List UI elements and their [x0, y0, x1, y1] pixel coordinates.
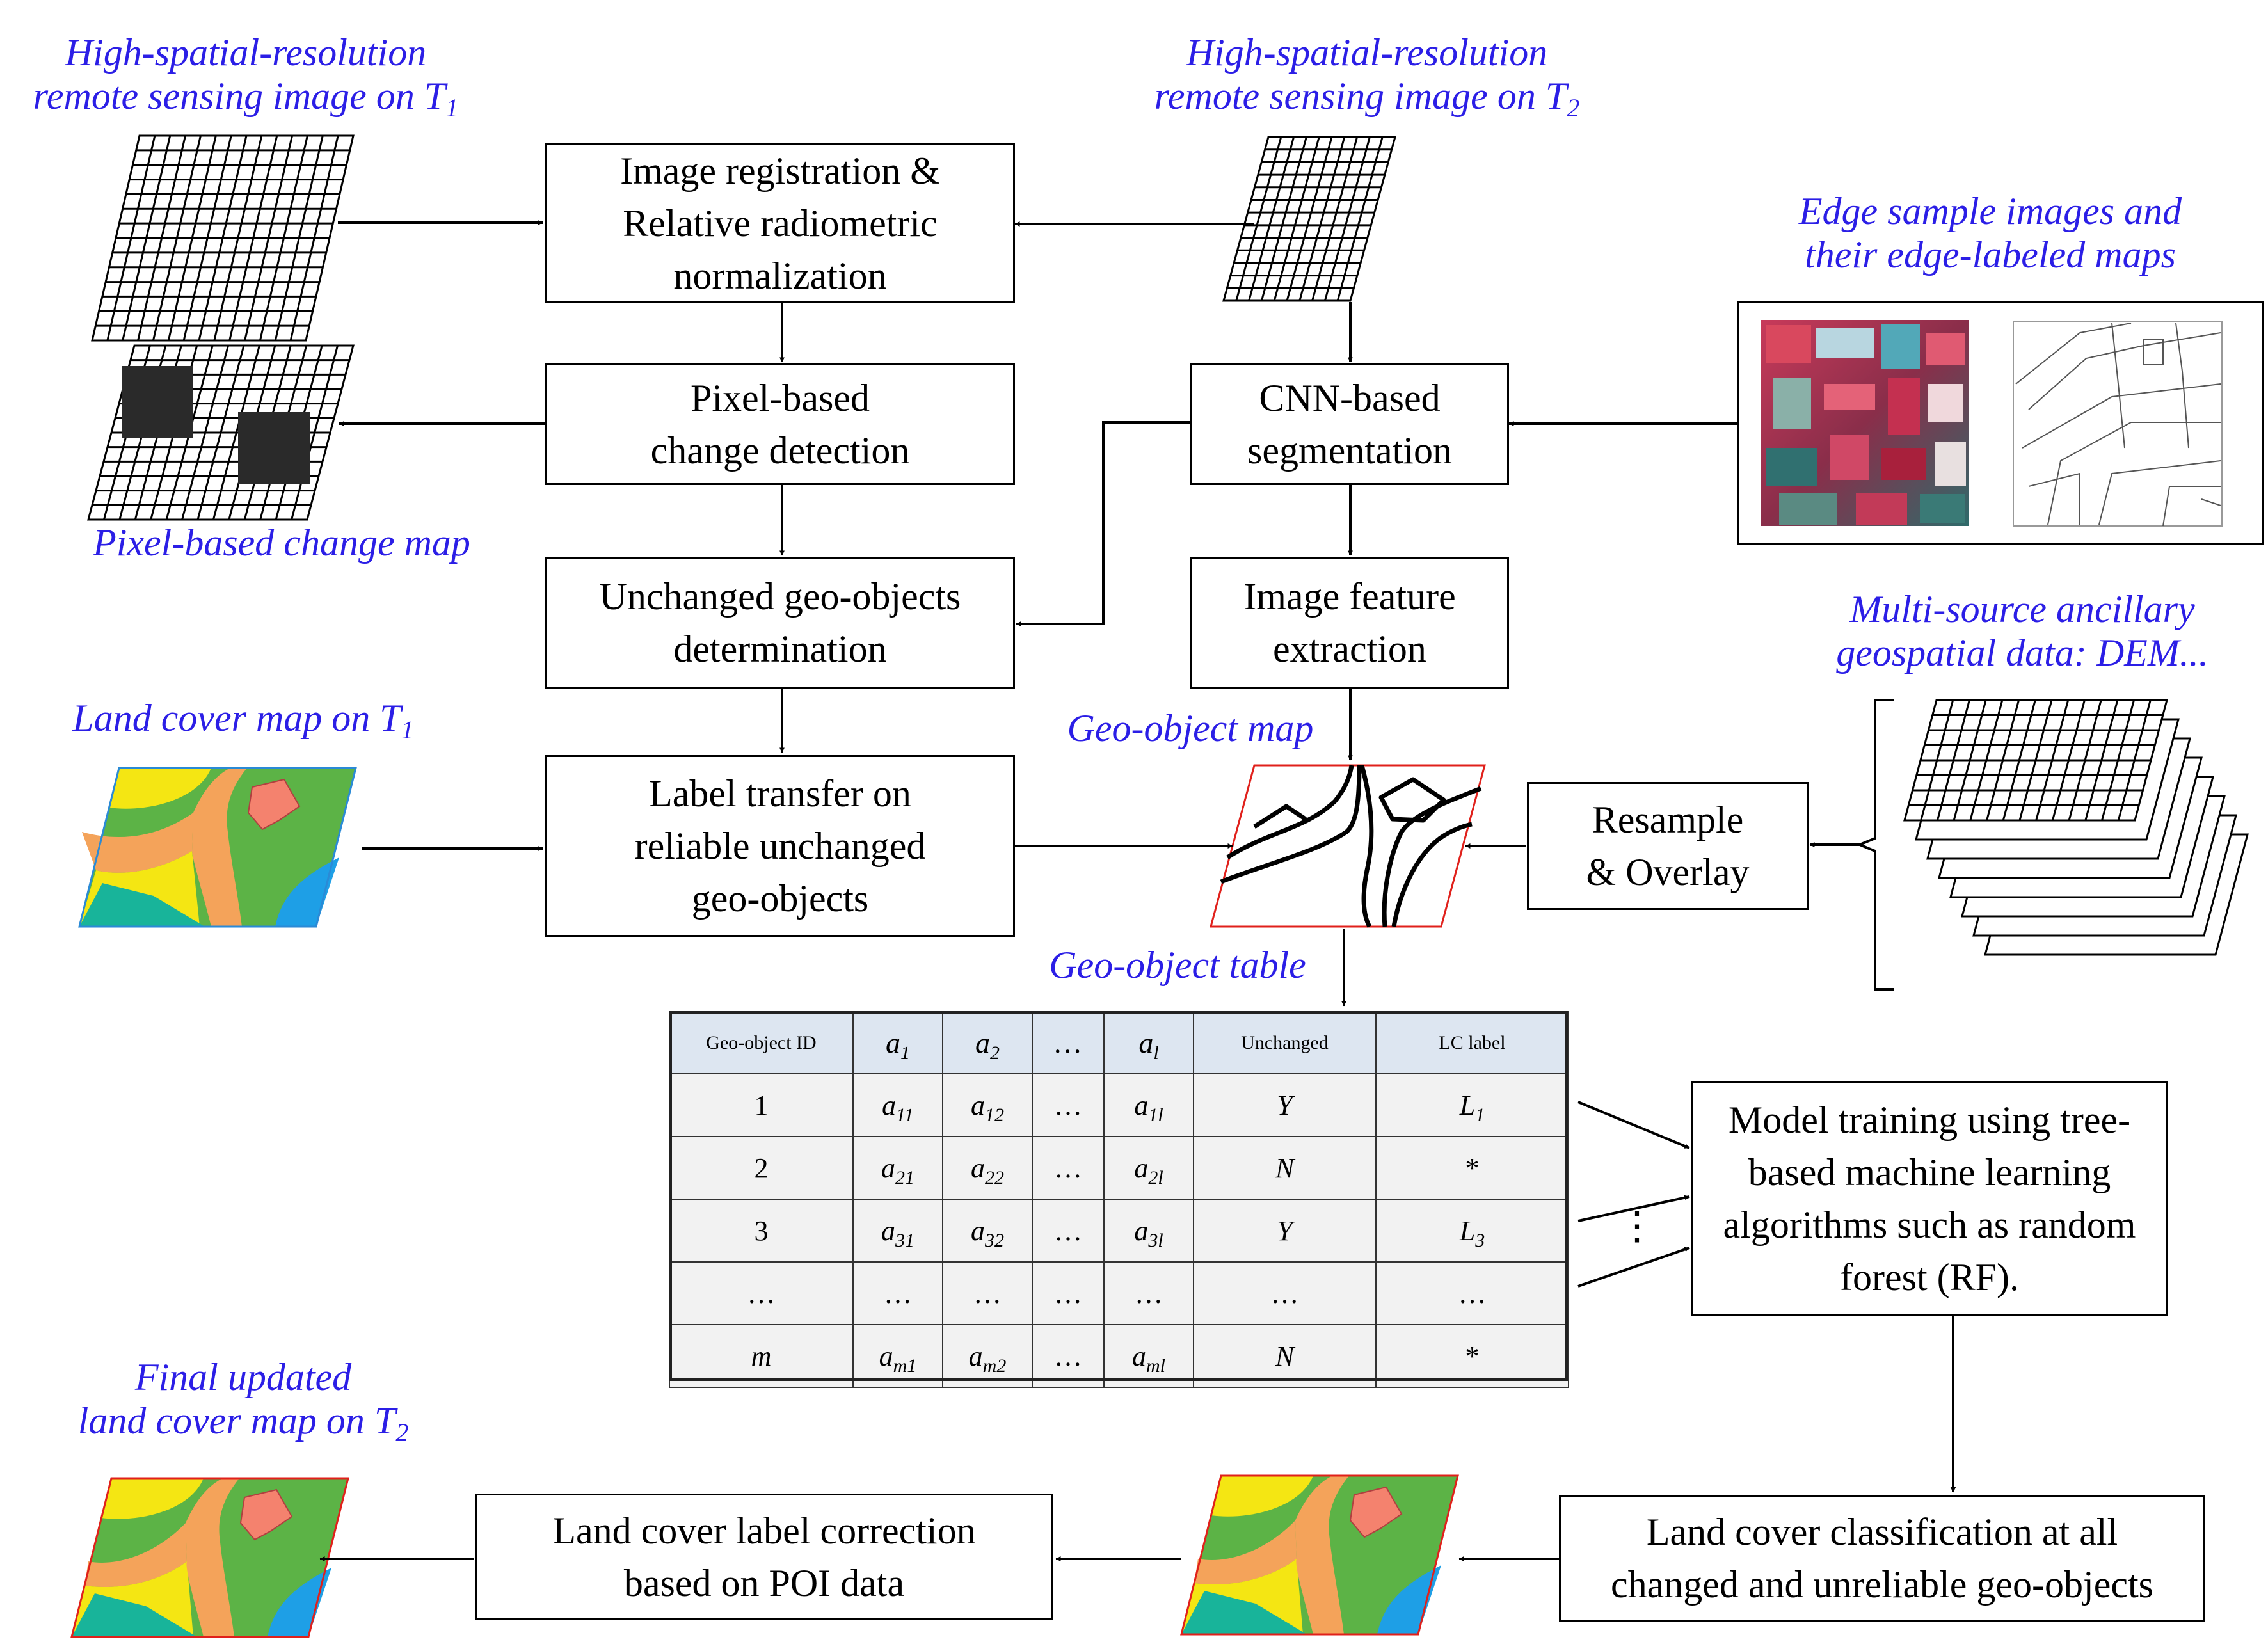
cell-al: … — [1103, 1261, 1194, 1325]
feature-extraction-box: Image feature extraction — [1190, 557, 1509, 689]
table-row: 3 a31 a32 … a3l Y L3 — [669, 1199, 1569, 1263]
t1-grid-image — [91, 134, 355, 342]
final-map-label: Final updated land cover map on T2 — [77, 1356, 409, 1447]
cell-lc-label: * — [1375, 1136, 1569, 1200]
cnn-segmentation-box: CNN-based segmentation — [1190, 363, 1509, 485]
cell-a2: a22 — [942, 1136, 1033, 1200]
col-header-ellipsis: … — [1032, 1011, 1105, 1074]
cell-a1: am1 — [852, 1324, 943, 1388]
t1-image-label: High-spatial-resolution remote sensing i… — [33, 31, 459, 122]
col-header-id: Geo-object ID — [669, 1011, 854, 1074]
arrow-table-to-training-1 — [1577, 1101, 1690, 1149]
cell-lc-label: L3 — [1375, 1199, 1569, 1263]
cell-unchanged: N — [1193, 1136, 1377, 1200]
cell-id: m — [669, 1324, 854, 1388]
cell-ellipsis: … — [1032, 1199, 1105, 1263]
pixel-change-map-label: Pixel-based change map — [93, 522, 470, 564]
resample-overlay-box: Resample & Overlay — [1527, 782, 1809, 910]
table-row: … … … … … … … — [669, 1261, 1569, 1325]
vertical-ellipsis: ⋮ — [1618, 1205, 1656, 1247]
land-cover-map-t1-image — [78, 767, 357, 928]
geo-object-map-label: Geo-object map — [1067, 707, 1314, 749]
table-row: 1 a11 a12 … a1l Y L1 — [669, 1073, 1569, 1137]
classified-map-image — [1180, 1474, 1459, 1636]
t2-image-label: High-spatial-resolution remote sensing i… — [1154, 31, 1580, 122]
col-header-a2: a2 — [942, 1011, 1033, 1074]
cell-al: a3l — [1103, 1199, 1194, 1263]
cell-ellipsis: … — [1032, 1073, 1105, 1137]
edge-labeled-map-image — [2013, 321, 2223, 527]
label-correction-box: Land cover label correction based on POI… — [475, 1494, 1053, 1620]
col-header-lc-label: LC label — [1375, 1011, 1569, 1074]
registration-box: Image registration & Relative radiometri… — [545, 143, 1015, 303]
arrow-table-to-training-3 — [1577, 1247, 1690, 1288]
arrow-table-to-training-2 — [1577, 1195, 1690, 1222]
col-header-al: al — [1103, 1011, 1194, 1074]
cell-id: … — [669, 1261, 854, 1325]
geo-object-table-label: Geo-object table — [1049, 944, 1306, 986]
table-row: m am1 am2 … aml N * — [669, 1324, 1569, 1388]
land-cover-t1-label: Land cover map on T1 — [72, 697, 414, 744]
cell-id: 3 — [669, 1199, 854, 1263]
cell-unchanged: N — [1193, 1324, 1377, 1388]
cell-ellipsis: … — [1032, 1261, 1105, 1325]
arrow-cnn-to-unchanged — [1016, 421, 1190, 626]
model-training-box: Model training using tree- based machine… — [1691, 1081, 2168, 1316]
cell-ellipsis: … — [1032, 1324, 1105, 1388]
cell-unchanged: Y — [1193, 1199, 1377, 1263]
ancillary-data-stack-image — [1903, 699, 2249, 956]
cell-a1: a21 — [852, 1136, 943, 1200]
cell-a2: am2 — [942, 1324, 1033, 1388]
cell-al: a1l — [1103, 1073, 1194, 1137]
satellite-sample-image — [1761, 320, 1969, 526]
col-header-a1: a1 — [852, 1011, 943, 1074]
geo-object-map-image — [1210, 764, 1486, 928]
cell-a2: … — [942, 1261, 1033, 1325]
final-map-image — [70, 1477, 349, 1638]
lc-classification-box: Land cover classification at all changed… — [1559, 1495, 2205, 1622]
ancillary-data-label: Multi-source ancillary geospatial data: … — [1836, 588, 2208, 674]
cell-lc-label: L1 — [1375, 1073, 1569, 1137]
table-row: 2 a21 a22 … a2l N * — [669, 1136, 1569, 1200]
edge-samples-label: Edge sample images and their edge-labele… — [1798, 190, 2182, 276]
ancillary-bracket — [1856, 699, 1894, 991]
cell-lc-label: * — [1375, 1324, 1569, 1388]
unchanged-determination-box: Unchanged geo-objects determination — [545, 557, 1015, 689]
col-header-unchanged: Unchanged — [1193, 1011, 1377, 1074]
cell-id: 1 — [669, 1073, 854, 1137]
cell-al: aml — [1103, 1324, 1194, 1388]
cell-lc-label: … — [1375, 1261, 1569, 1325]
t2-grid-image — [1222, 136, 1396, 302]
cell-a2: a12 — [942, 1073, 1033, 1137]
cell-ellipsis: … — [1032, 1136, 1105, 1200]
cell-unchanged: … — [1193, 1261, 1377, 1325]
cell-id: 2 — [669, 1136, 854, 1200]
table-header-row: Geo-object ID a1 a2 … al Unchanged LC la… — [669, 1011, 1569, 1074]
cell-a1: … — [852, 1261, 943, 1325]
cell-a1: a11 — [852, 1073, 943, 1137]
flow-arrows — [319, 220, 1956, 1561]
cell-a2: a32 — [942, 1199, 1033, 1263]
cell-a1: a31 — [852, 1199, 943, 1263]
cell-al: a2l — [1103, 1136, 1194, 1200]
geo-object-table: Geo-object ID a1 a2 … al Unchanged LC la… — [669, 1011, 1569, 1388]
pixel-detection-box: Pixel-based change detection — [545, 363, 1015, 485]
label-transfer-box: Label transfer on reliable unchanged geo… — [545, 755, 1015, 937]
edge-sample-images — [1737, 301, 2264, 545]
pixel-change-map-image — [87, 344, 355, 521]
cell-unchanged: Y — [1193, 1073, 1377, 1137]
